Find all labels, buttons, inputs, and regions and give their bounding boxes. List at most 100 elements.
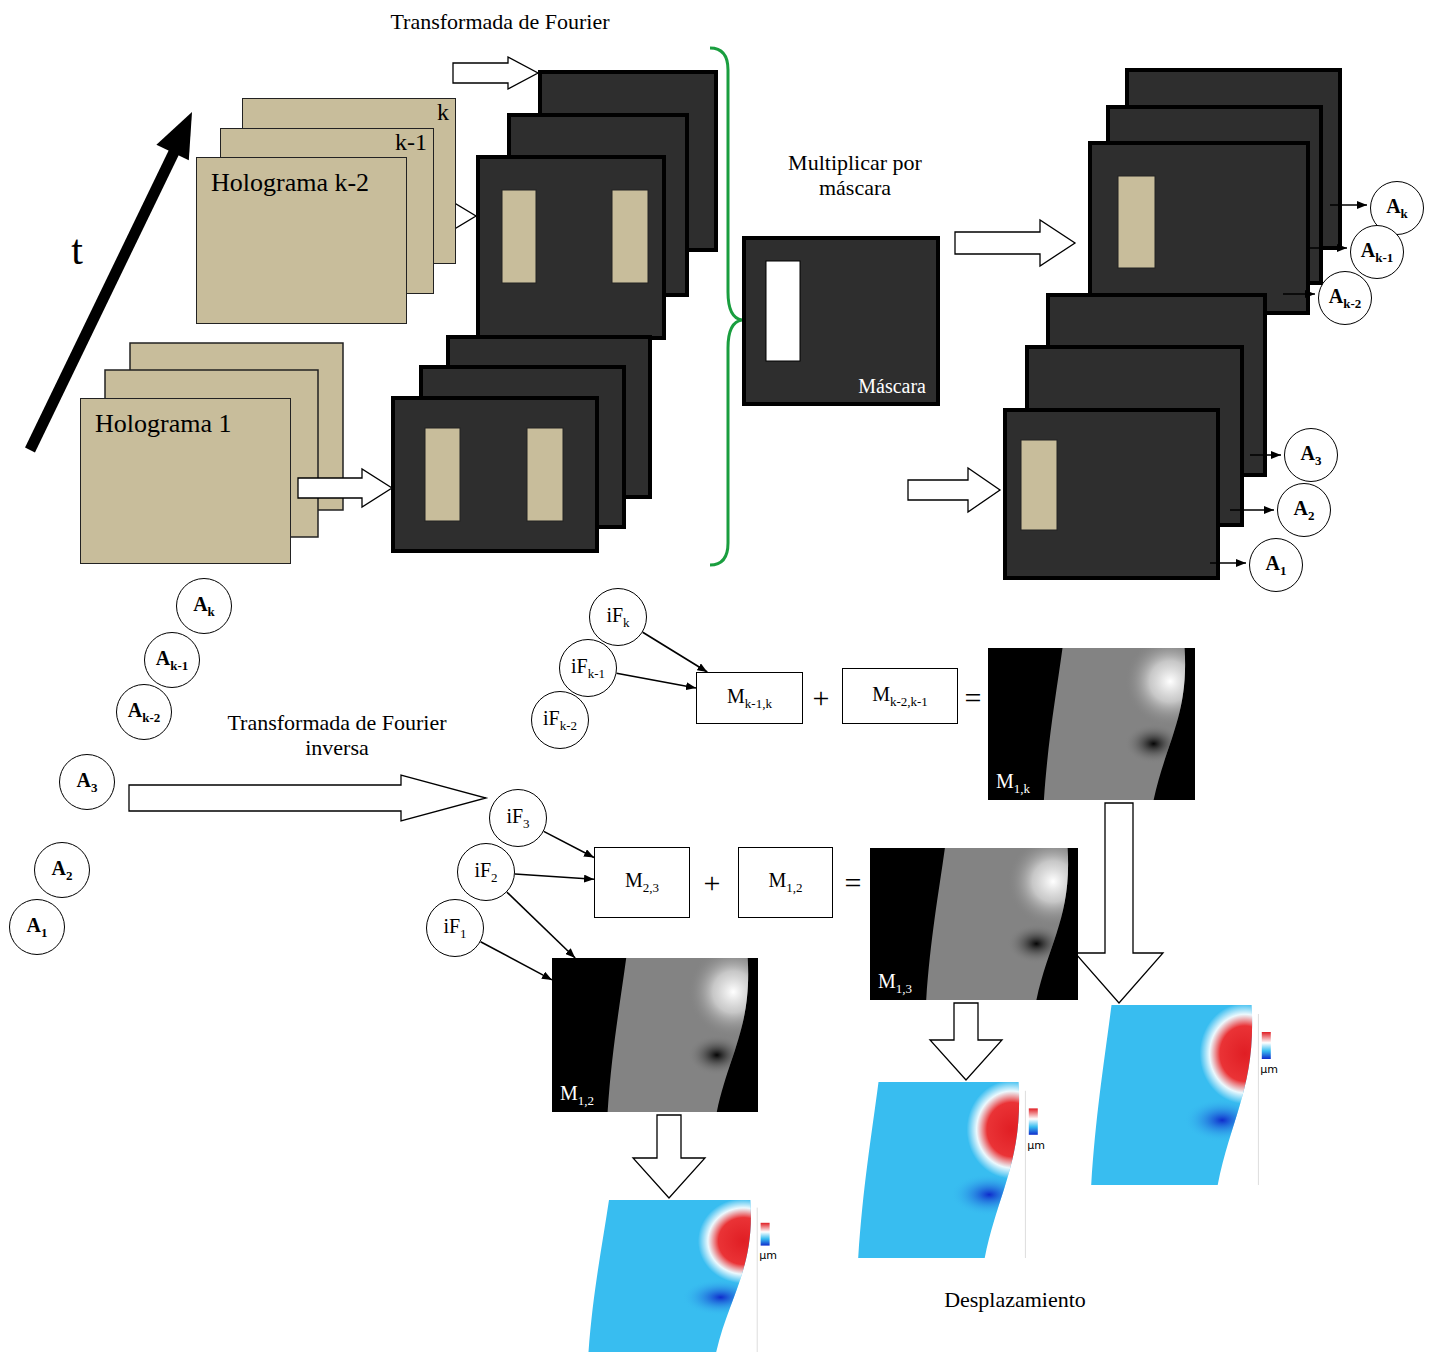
inverse-fourier-circle: iF3 [489, 789, 547, 847]
node-label: A [1294, 497, 1308, 519]
spectrum-frame [1090, 143, 1308, 313]
hollow-arrow [908, 468, 1000, 512]
subscript: 2 [66, 867, 73, 882]
spectrum-circle: Ak-2 [116, 684, 172, 740]
node-text: Mk-2,k-1 [872, 683, 928, 709]
node-text: Ak-2 [1329, 285, 1362, 311]
subscript: k-2 [142, 709, 160, 724]
node-text: Mk-1,k [727, 685, 772, 711]
phase-difference-box: Mk-2,k-1 [842, 668, 958, 724]
negative-lobe [1184, 1099, 1261, 1142]
subscript: k-1,k [745, 695, 772, 710]
node-text: M1,3 [878, 970, 912, 996]
block-arrow [930, 1003, 1002, 1080]
node-text: Ak-1 [1361, 239, 1394, 265]
leader-arrow [1230, 509, 1274, 511]
bright-lobe [1125, 648, 1195, 727]
negative-lobe [951, 1174, 1028, 1216]
hollow-arrow [453, 57, 538, 89]
node-text: iF1 [443, 915, 466, 941]
subscript: 1,2 [786, 880, 802, 895]
node-text: A3 [1301, 442, 1322, 468]
subscript: 1 [460, 925, 467, 940]
node-text: M1,2 [768, 869, 802, 895]
node-label: iF [543, 707, 560, 729]
phase-map-image: M1,3 [870, 848, 1078, 1000]
spectrum-frame [478, 157, 664, 338]
node-label: µm [1027, 1139, 1045, 1152]
subscript: k [208, 603, 215, 618]
node-label: iF [606, 604, 623, 626]
node-text: Ak-2 [128, 699, 161, 725]
color-bar [1029, 1108, 1038, 1134]
node-text: Holograma k-2 [211, 168, 369, 198]
node-text: A1 [1266, 552, 1287, 578]
node-text: M1,k [996, 770, 1030, 796]
annotation: t [71, 226, 83, 274]
node-label: M [996, 770, 1014, 792]
node-art [552, 1200, 780, 1352]
node-art [1055, 1005, 1281, 1185]
spectrum-circle: Ak-1 [144, 632, 200, 688]
displacement-map: µm [552, 1200, 780, 1352]
node-text: iF2 [474, 859, 497, 885]
node-label: M [727, 685, 745, 707]
subscript: 2 [491, 869, 498, 884]
spectrum-circle: Ak-1 [1350, 225, 1404, 279]
frame-line [1258, 1014, 1259, 1185]
node-text: µm [1260, 1064, 1278, 1077]
hologram-frame: Holograma k-2 [196, 157, 407, 324]
spectrum-circle: A2 [34, 842, 90, 898]
leader-arrow [1283, 293, 1315, 295]
node-text: A3 [77, 769, 98, 795]
curly-brace [710, 48, 742, 565]
subscript: 3 [523, 815, 530, 830]
node-text: Máscara [858, 375, 926, 398]
node-text: A2 [52, 857, 73, 883]
bright-lobe [688, 958, 758, 1038]
negative-lobe [682, 1279, 760, 1315]
node-label: M [768, 869, 786, 891]
node-label: M [872, 683, 890, 705]
time-arrow-head [156, 112, 192, 160]
phase-difference-box: M1,2 [738, 847, 833, 918]
spectrum-order [527, 428, 563, 521]
node-label: A [156, 647, 170, 669]
node-text: iFk-2 [543, 707, 577, 733]
mask-frame: Máscara [742, 236, 940, 406]
node-text: k [437, 99, 449, 127]
subscript: k [1401, 205, 1408, 220]
subscript: 1,2 [578, 1092, 594, 1107]
node-label: iF [474, 859, 491, 881]
node-text: iFk-1 [571, 655, 605, 681]
operator-symbol: + [704, 866, 721, 901]
node-art [822, 1082, 1048, 1258]
node-label: M [560, 1082, 578, 1104]
phase-map-image: M1,k [988, 648, 1195, 800]
node-text: µm [1027, 1140, 1045, 1153]
subscript: k-2,k-1 [890, 693, 928, 708]
subscript: 1 [41, 924, 48, 939]
node-text: Ak [193, 593, 215, 619]
leader-arrow [1250, 454, 1281, 456]
subscript: k-2 [560, 717, 577, 732]
node-label: A [1386, 195, 1400, 217]
positive-lobe [698, 1200, 780, 1284]
operator-symbol: = [845, 866, 862, 901]
spectrum-circle: A3 [1284, 428, 1338, 482]
hollow-arrow [298, 469, 392, 507]
node-label: iF [506, 805, 523, 827]
node-art [988, 648, 1195, 800]
subscript: 1,k [1014, 780, 1030, 795]
subscript: k-1 [588, 665, 605, 680]
node-label: A [52, 857, 66, 879]
node-label: A [1329, 285, 1343, 307]
node-label: A [1361, 239, 1375, 261]
spectrum-circle: A3 [59, 754, 115, 810]
node-text: M2,3 [625, 869, 659, 895]
node-text: A1 [27, 914, 48, 940]
annotation: Transformada de Fourier [390, 9, 609, 34]
arrow-connector [643, 632, 708, 672]
